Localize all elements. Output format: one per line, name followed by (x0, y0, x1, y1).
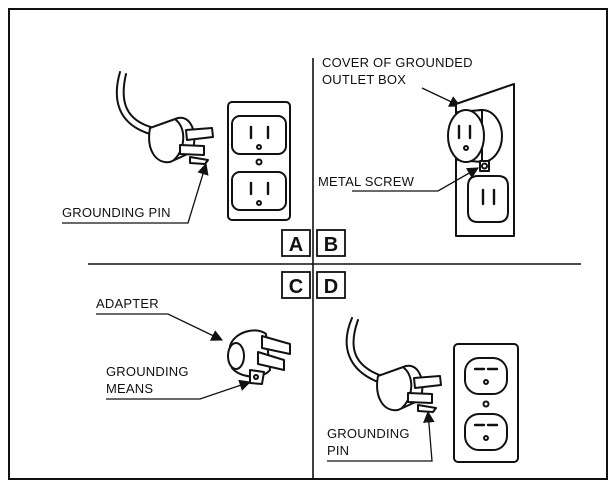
panel-d-cord-icon (345, 317, 379, 383)
label-grounding-means-line1: GROUNDING (106, 364, 189, 379)
label-cover-line1: COVER OF GROUNDED (322, 55, 473, 70)
panel-letter-b: B (316, 229, 346, 257)
leader-metal-screw (352, 167, 480, 192)
leader-grounding-means (106, 379, 252, 400)
label-adapter: ADAPTER (96, 296, 159, 311)
label-grounding-means-line2: MEANS (106, 381, 153, 396)
diagram-frame (8, 8, 608, 480)
panel-letter-d: D (316, 271, 346, 299)
leader-grounding-pin-a (62, 162, 209, 224)
panel-a (115, 71, 291, 221)
label-grounding-pin-d-line1: GROUNDING (327, 426, 410, 441)
leader-cover (421, 87, 462, 107)
panel-letter-a: A (281, 229, 311, 257)
panel-a-cord-icon (115, 71, 151, 135)
panel-b (447, 83, 515, 237)
label-grounding-pin-d-line2: PIN (327, 443, 349, 458)
panel-a-outlet-icon (227, 101, 291, 221)
svg-text:B: B (324, 234, 338, 256)
leader-adapter (96, 313, 224, 341)
svg-text:C: C (289, 276, 303, 298)
panel-c-adapter-icon (227, 329, 291, 385)
label-grounding-pin-a: GROUNDING PIN (62, 205, 171, 220)
panel-d (345, 317, 519, 463)
panel-letter-c: C (281, 271, 311, 299)
label-metal-screw: METAL SCREW (318, 174, 415, 189)
leader-grounding-pin-d (327, 410, 435, 462)
panel-c (227, 329, 291, 385)
panel-d-outlet-icon (453, 343, 519, 463)
label-cover-line2: OUTLET BOX (322, 72, 406, 87)
svg-text:A: A (289, 234, 303, 256)
svg-text:D: D (324, 276, 338, 298)
panel-b-adapter-icon (447, 109, 503, 163)
